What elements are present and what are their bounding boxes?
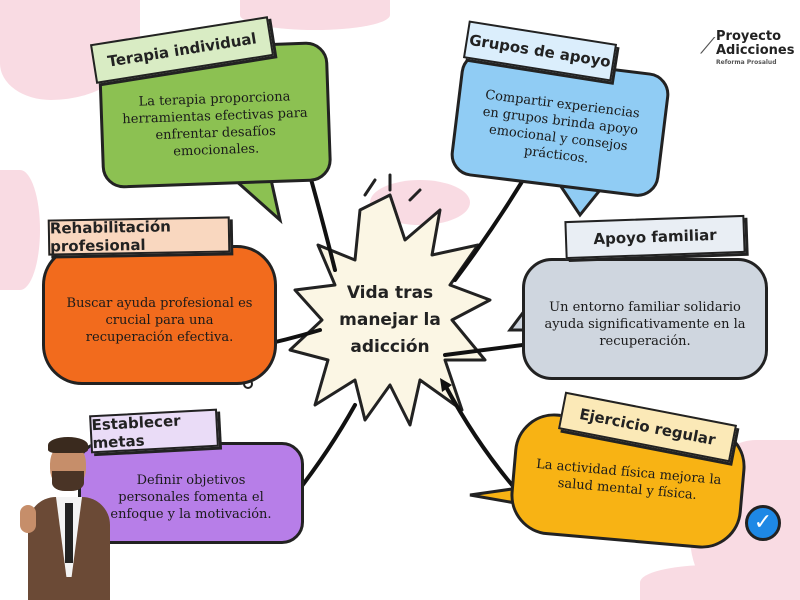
center-title: Vida tras manejar la adicción xyxy=(339,283,441,357)
node-familiar-text: Un entorno familiar solidario ayuda sign… xyxy=(544,299,746,349)
logo-line2: Adicciones xyxy=(716,43,795,58)
node-familiar-bubble: Un entorno familiar solidario ayuda sign… xyxy=(522,258,768,380)
node-terapia-text: La terapia proporciona herramientas efec… xyxy=(122,89,308,160)
logo-tagline: Reforma Prosalud xyxy=(716,59,777,66)
node-rehabilitacion-label: Rehabilitación profesional xyxy=(47,216,231,256)
logo: ⟋ Proyecto Adicciones Reforma Prosalud xyxy=(698,30,798,67)
check-icon: ✓ xyxy=(745,505,781,541)
background-blob xyxy=(0,170,40,290)
background-blob xyxy=(640,565,780,600)
node-metas-bubble: Definir objetivos personales fomenta el … xyxy=(78,442,304,544)
businessman-image xyxy=(18,435,113,600)
node-rehabilitacion-text: Buscar ayuda profesional es crucial para… xyxy=(66,295,253,345)
node-ejercicio-text: La actividad física mejora la salud ment… xyxy=(535,456,722,504)
arrow-metas xyxy=(293,403,357,497)
node-rehabilitacion-bubble: Buscar ayuda profesional es crucial para… xyxy=(42,245,277,385)
logo-line1: Proyecto xyxy=(716,29,782,44)
node-familiar-label: Apoyo familiar xyxy=(564,214,746,260)
bird-icon: ⟋ xyxy=(700,34,716,59)
node-metas-text: Definir objetivos personales fomenta el … xyxy=(110,472,272,522)
node-grupos-text: Compartir experiencias en grupos brinda … xyxy=(481,87,641,167)
